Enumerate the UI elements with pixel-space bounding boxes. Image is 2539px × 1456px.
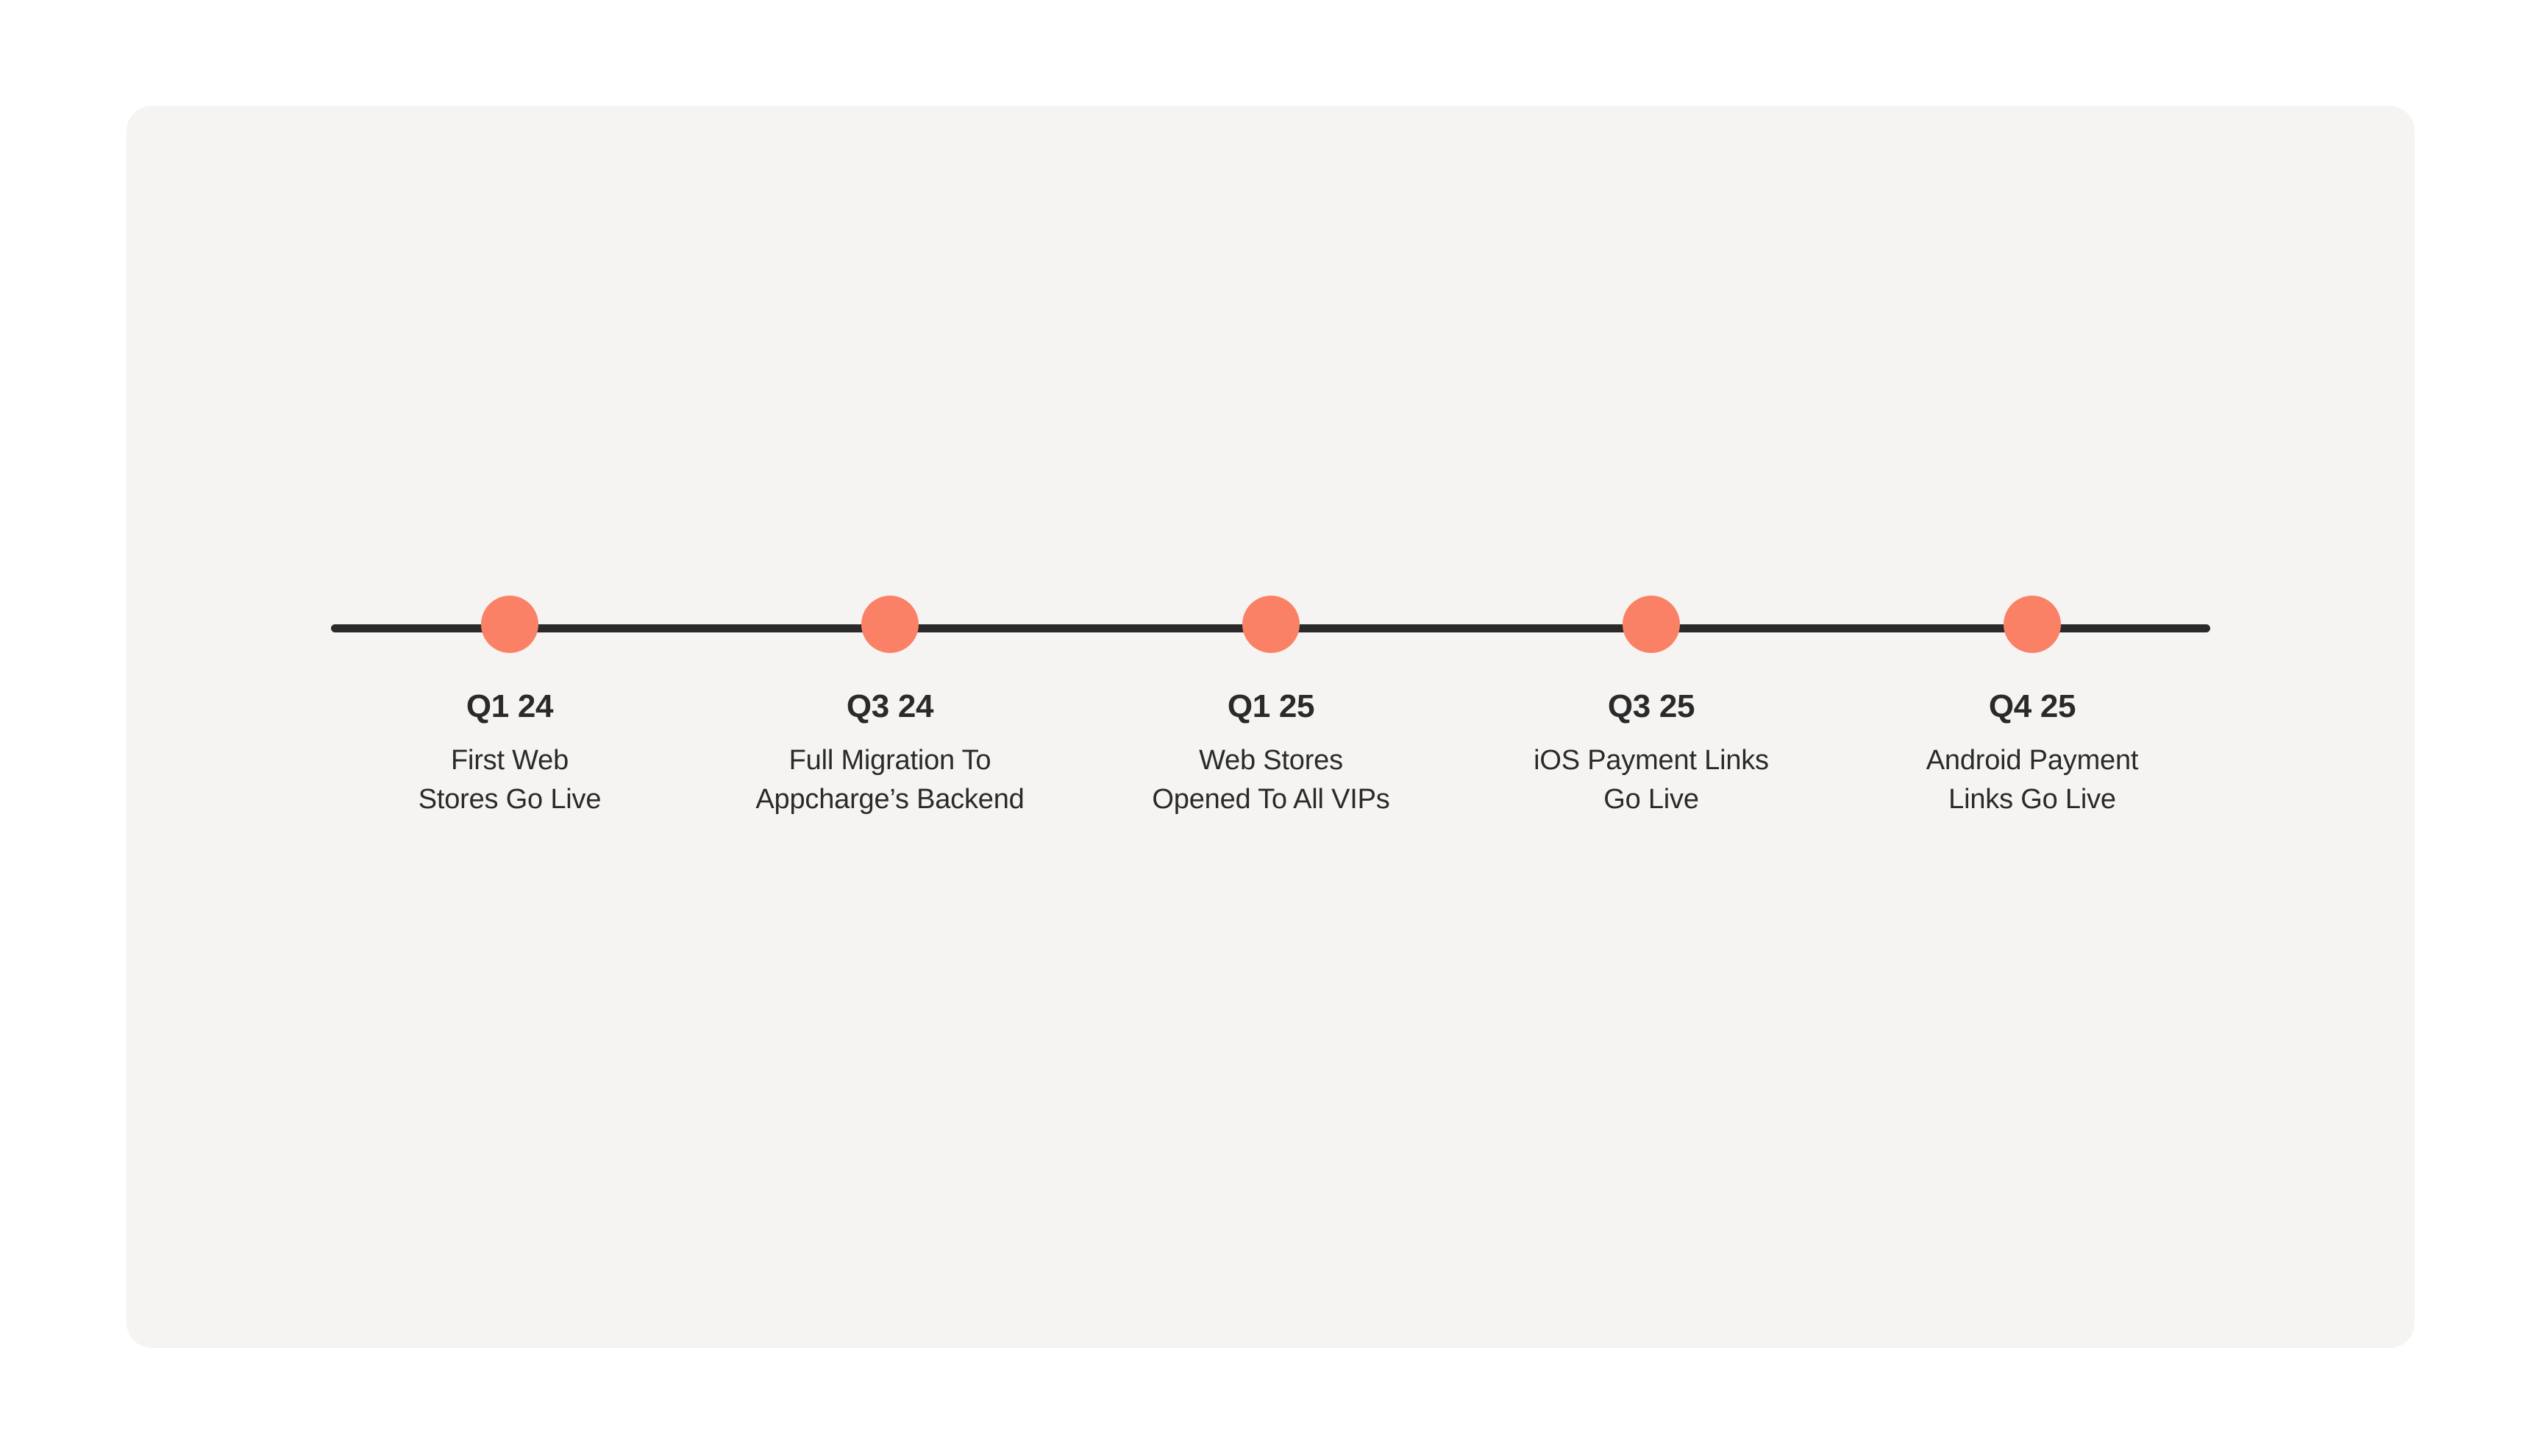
timeline-milestone-description: Web Stores Opened To All VIPs [1152, 745, 1390, 816]
timeline-milestone-description: First Web Stores Go Live [418, 745, 602, 816]
timeline-milestone-description: Full Migration To Appcharge’s Backend [755, 745, 1025, 816]
timeline-marker-dot-icon [2004, 596, 2061, 653]
timeline-marker-dot-icon [481, 596, 538, 653]
timeline-milestone-list: Q1 24 First Web Stores Go Live Q3 24 Full M… [127, 106, 2415, 1348]
timeline-milestone-description: Android Payment Links Go Live [1926, 745, 2139, 816]
timeline-milestone-quarter: Q4 25 [1988, 688, 2076, 724]
timeline-milestone: Q1 25 Web Stores Opened To All VIPs [1080, 596, 1462, 819]
timeline-milestone: Q3 24 Full Migration To Appcharge’s Backe… [699, 596, 1081, 819]
timeline-milestone-quarter: Q1 24 [466, 688, 554, 724]
timeline-milestone-quarter: Q3 24 [846, 688, 934, 724]
timeline-milestone-quarter: Q3 25 [1607, 688, 1695, 724]
timeline-marker-dot-icon [861, 596, 919, 653]
timeline-marker-dot-icon [1242, 596, 1300, 653]
timeline-milestone: Q4 25 Android Payment Links Go Live [1841, 596, 2223, 819]
timeline-marker-dot-icon [1623, 596, 1680, 653]
timeline-milestone-description: iOS Payment Links Go Live [1534, 745, 1769, 816]
timeline-milestone: Q1 24 First Web Stores Go Live [318, 596, 701, 819]
timeline-milestone: Q3 25 iOS Payment Links Go Live [1460, 596, 1842, 819]
timeline-milestone-quarter: Q1 25 [1227, 688, 1315, 724]
timeline-card: Q1 24 First Web Stores Go Live Q3 24 Full M… [127, 106, 2415, 1348]
